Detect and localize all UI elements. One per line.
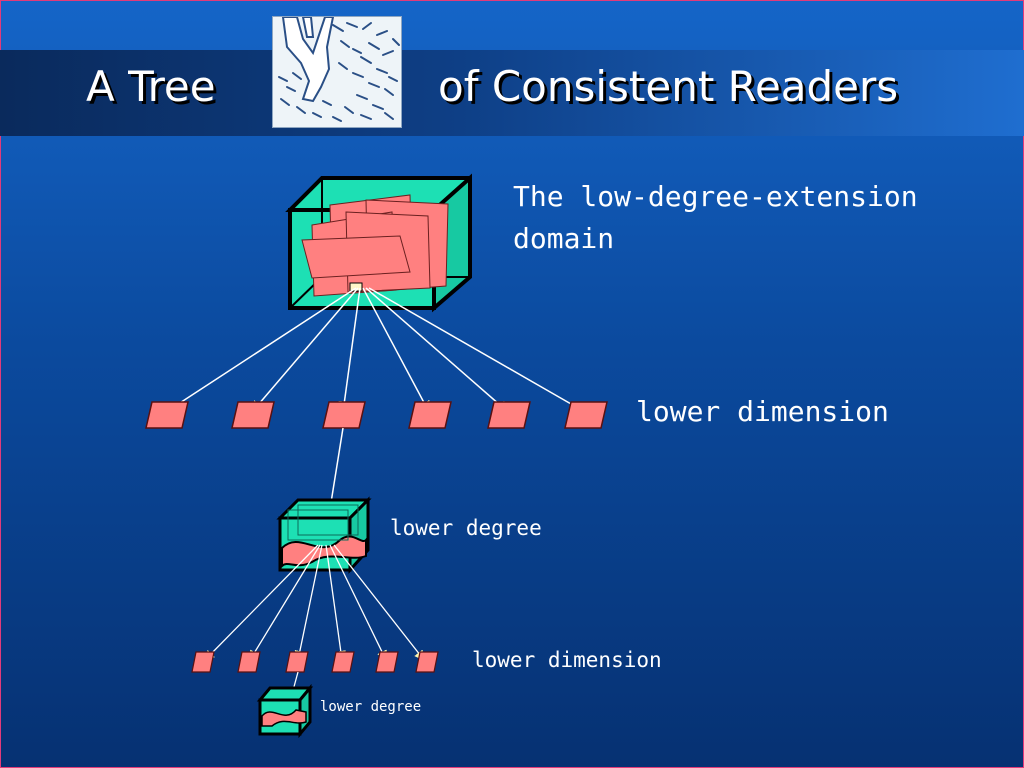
plane-2 [231,401,275,429]
domain-label: The low-degree-extension domain [513,180,918,255]
tree-logo-icon [272,16,402,128]
plane-2-5 [375,651,399,673]
plane-2-4 [331,651,355,673]
lower-dimension-label-1: lower dimension [636,395,889,428]
lower-degree-cube [276,496,372,574]
plane-2-3 [285,651,309,673]
level1-planes [145,401,608,429]
plane-2-1 [191,651,215,673]
slide-title-part-1: A Tree [86,62,216,111]
small-lower-degree-cube [256,683,314,739]
plane-3 [322,401,366,429]
slide-title-part-2: of Consistent Readers [438,62,899,111]
lower-dimension-label-2: lower dimension [472,648,662,672]
lower-degree-label-2: lower degree [320,699,422,715]
plane-4 [408,401,452,429]
plane-5 [487,401,531,429]
level2-planes [191,651,439,673]
lower-degree-label-1: lower degree [390,516,542,540]
plane-1 [145,401,189,429]
plane-6 [564,401,608,429]
domain-cube [285,173,472,313]
title-band [0,50,1024,136]
plane-2-6 [415,651,439,673]
plane-2-2 [237,651,261,673]
